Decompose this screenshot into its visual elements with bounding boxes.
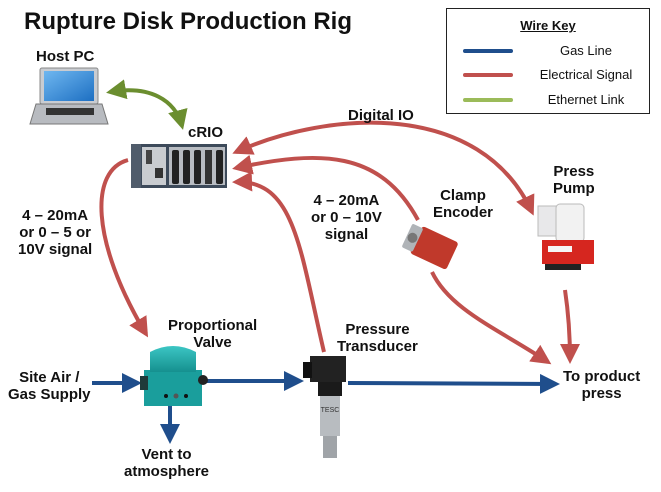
pressure-transducer-icon: TESC	[303, 356, 346, 458]
valve-control-wire	[99, 158, 149, 338]
valve-signal-label: 4 – 20mA or 0 – 5 or 10V signal	[18, 207, 93, 258]
crio-controller-icon	[131, 144, 227, 188]
diagram-title: Rupture Disk Production Rig	[24, 8, 353, 35]
proportional-valve-icon	[140, 346, 208, 406]
legend-swatch-ethernet	[463, 98, 513, 102]
pump-to-press-wire	[559, 289, 580, 364]
host-pc-laptop-icon	[29, 67, 109, 125]
site-air-label: Site Air / Gas Supply	[8, 369, 91, 403]
legend-swatch-gas	[463, 49, 513, 53]
pressure-transducer-label: Pressure Transducer	[337, 321, 418, 355]
transducer-brand-text: TESC	[321, 407, 340, 414]
legend-label: Ethernet Link	[547, 92, 625, 107]
digital-io-wire	[232, 120, 535, 216]
legend-title: Wire Key	[520, 18, 576, 33]
sensor-signal-label: 4 – 20mA or 0 – 10V signal	[311, 192, 382, 243]
clamp-encoder-signal-wire	[232, 154, 420, 221]
encoder-to-press-wire	[430, 271, 552, 365]
transducer-signal-wire	[232, 171, 326, 353]
legend-item-ethernet-link: Ethernet Link	[447, 92, 649, 108]
legend-label: Electrical Signal	[539, 67, 633, 82]
proportional-valve-label: Proportional Valve	[168, 317, 258, 351]
crio-label: cRIO	[188, 124, 224, 141]
to-product-press-label: To product press	[563, 368, 641, 402]
wire-key-legend: Wire Key Gas Line Electrical Signal Ethe…	[446, 8, 650, 114]
clamp-encoder-icon	[402, 224, 458, 269]
legend-swatch-electrical	[463, 73, 513, 77]
transducer-to-press-gas-line	[347, 373, 560, 394]
press-pump-icon	[537, 203, 594, 270]
legend-label: Gas Line	[559, 43, 613, 58]
ethernet-link-wire	[106, 79, 188, 130]
press-pump-label: Press Pump	[553, 163, 595, 197]
digital-io-label: Digital IO	[348, 107, 414, 124]
legend-item-gas-line: Gas Line	[447, 43, 649, 59]
clamp-encoder-label: Clamp Encoder	[433, 187, 494, 221]
host-pc-label: Host PC	[36, 48, 95, 65]
legend-item-electrical-signal: Electrical Signal	[447, 67, 649, 83]
vent-label: Vent to atmosphere	[124, 446, 210, 480]
